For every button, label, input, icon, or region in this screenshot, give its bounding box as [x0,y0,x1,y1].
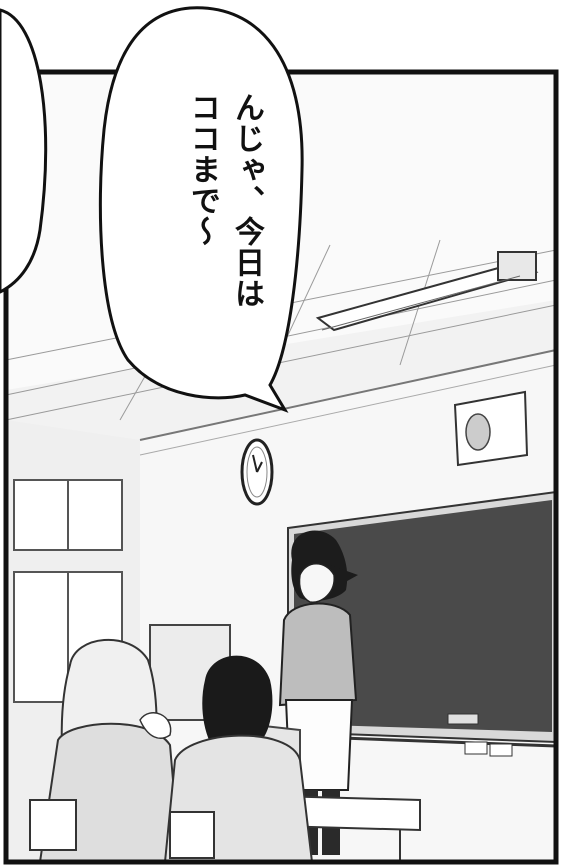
speech-bubble [98,6,304,413]
student-chairs [29,799,215,859]
speech-line-1: んじゃ、今日は [229,92,264,309]
partial-speech-bubble [0,8,48,294]
wall-speaker [453,390,529,467]
speech-line-2: ココまで〜 [185,92,220,247]
student-light-hair [38,638,182,863]
wall-clock [240,438,274,506]
speech-bubble-text: んじゃ、今日は ココまで〜 [118,92,268,382]
ceiling-light [315,251,539,332]
chalkboard [287,490,557,757]
teacher-figure [278,530,358,855]
